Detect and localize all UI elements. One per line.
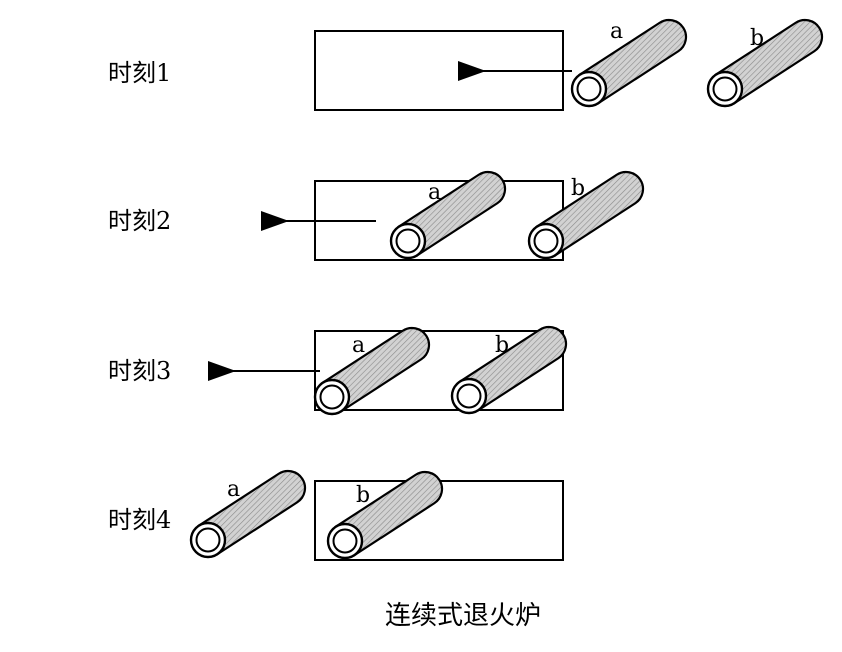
- stage-2: 时刻2 a b: [108, 170, 645, 261]
- tube-b: [527, 170, 645, 260]
- stage-3: 时刻3 a b: [108, 325, 568, 416]
- tube-a: [189, 469, 307, 559]
- tube-body: [458, 325, 568, 412]
- tube-bore: [533, 228, 559, 254]
- tube-body: [535, 170, 645, 257]
- tube-b-label: b: [495, 333, 509, 358]
- tube-body: [197, 469, 307, 556]
- tube-b-label: b: [356, 483, 370, 508]
- tube-a-label: a: [227, 477, 240, 502]
- tube-b: [450, 325, 568, 415]
- tube-bore: [712, 76, 738, 102]
- tube-bore: [319, 384, 345, 410]
- tube-bore: [456, 383, 482, 409]
- tube-body: [397, 170, 507, 257]
- tube-b-label: b: [571, 176, 585, 201]
- stage-1: 时刻1 a b: [108, 18, 824, 111]
- tube-a-label: a: [428, 180, 441, 205]
- tube-bore: [332, 528, 358, 554]
- stage-label: 时刻2: [108, 207, 171, 235]
- stage-label: 时刻1: [108, 59, 171, 87]
- tube-body: [714, 18, 824, 105]
- stage-label: 时刻4: [108, 506, 171, 534]
- tube-b-label: b: [750, 26, 764, 51]
- tube-bore: [576, 76, 602, 102]
- tube-a-label: a: [610, 19, 623, 44]
- tube-body: [578, 18, 688, 105]
- tube-a: [570, 18, 688, 108]
- tube-body: [334, 470, 444, 557]
- tube-bore: [195, 527, 221, 553]
- diagram-caption: 连续式退火炉: [385, 601, 541, 631]
- tube-b: [326, 470, 444, 560]
- tube-a: [389, 170, 507, 260]
- tube-bore: [395, 228, 421, 254]
- tube-b: [706, 18, 824, 108]
- tube-a-label: a: [352, 333, 365, 358]
- stage-label: 时刻3: [108, 357, 171, 385]
- stage-4: 时刻4 a b: [108, 469, 564, 561]
- tube-body: [321, 326, 431, 413]
- tube-a: [313, 326, 431, 416]
